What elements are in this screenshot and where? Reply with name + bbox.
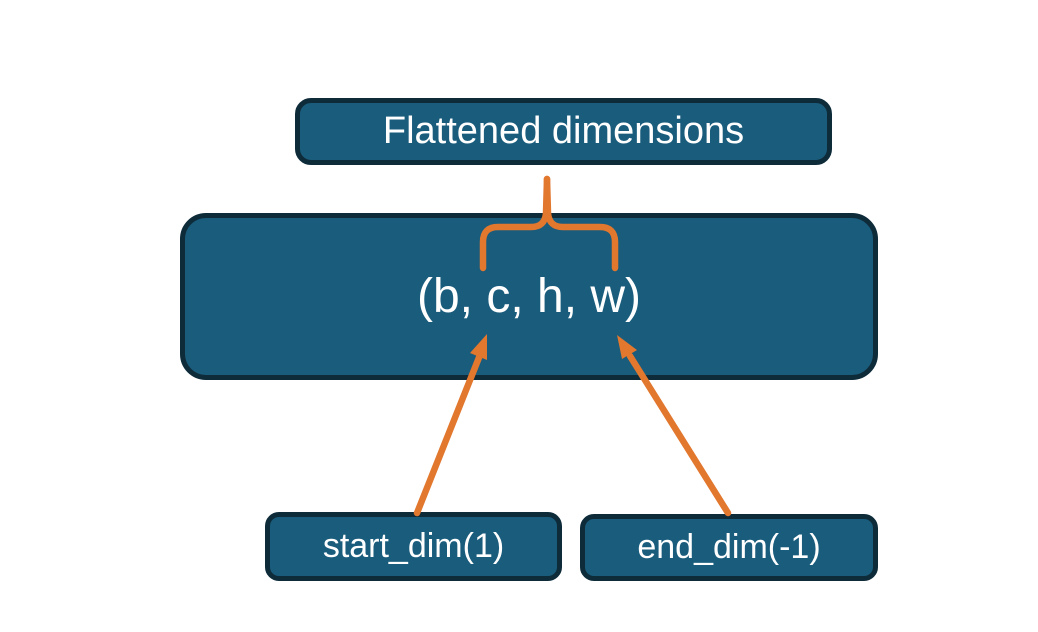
end-dim-box: end_dim(-1) [580, 514, 878, 581]
flattened-dimensions-label: Flattened dimensions [382, 110, 745, 152]
tensor-shape-box: (b, c, h, w) [180, 213, 878, 380]
start-dim-box: start_dim(1) [265, 512, 562, 581]
tensor-shape-label: (b, c, h, w) [416, 270, 642, 323]
start-dim-label: start_dim(1) [322, 527, 505, 565]
end-dim-label: end_dim(-1) [637, 528, 821, 566]
flattened-dimensions-box: Flattened dimensions [295, 98, 832, 165]
